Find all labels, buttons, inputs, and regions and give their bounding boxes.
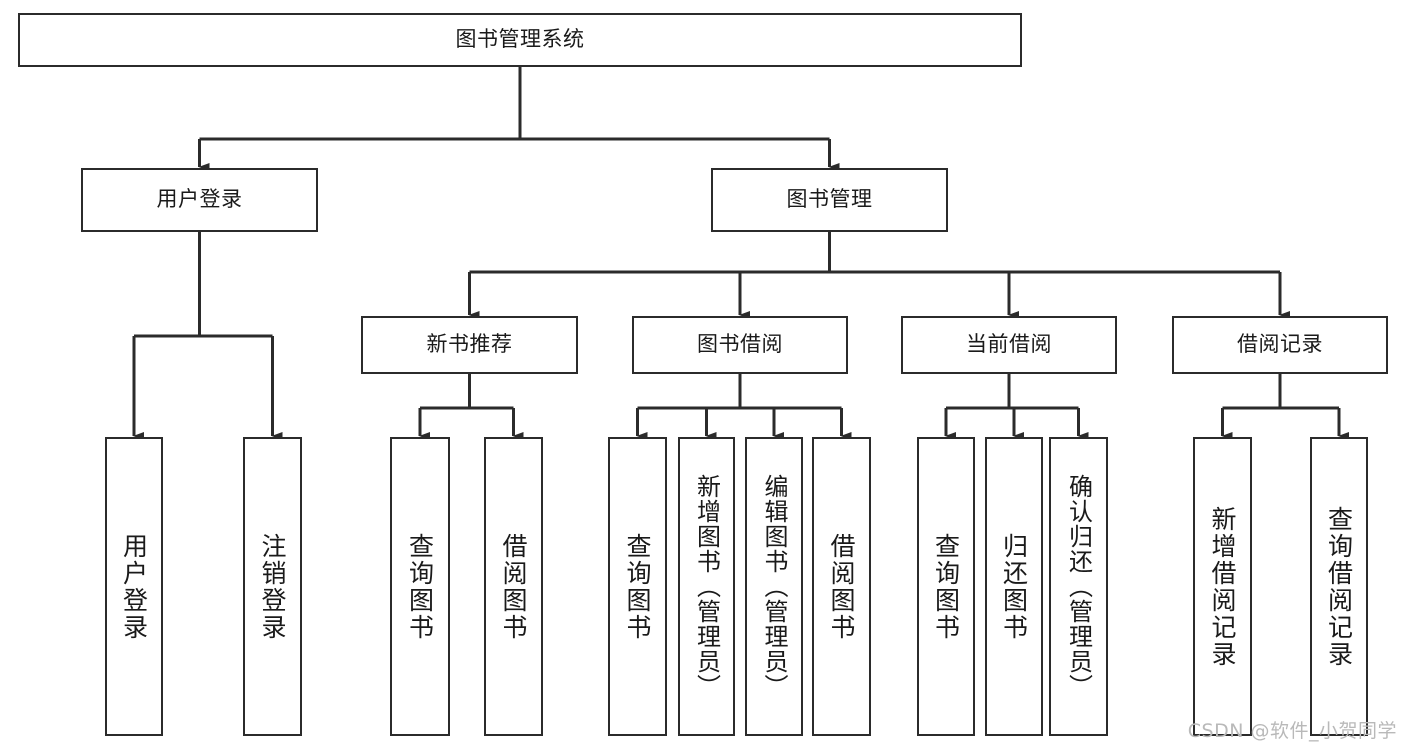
node-current-borrow: 当前借阅	[901, 316, 1117, 374]
node-label: 当前借阅	[966, 332, 1052, 357]
node-label: 用户登录	[156, 187, 243, 212]
node-label: 注销登录	[258, 532, 287, 641]
node-label: 借阅图书	[827, 532, 856, 641]
node-leaf-query-record: 查询借阅记录	[1310, 437, 1368, 736]
node-leaf-edit-book: 编辑图书（管理员）	[745, 437, 803, 736]
node-leaf-logout: 注销登录	[243, 437, 302, 736]
node-label: 确认归还（管理员）	[1064, 474, 1093, 699]
node-book-manage: 图书管理	[711, 168, 948, 232]
watermark-text: CSDN @软件_小贺同学	[1187, 720, 1397, 742]
node-book-borrow: 图书借阅	[632, 316, 848, 374]
node-label: 查询图书	[405, 532, 435, 641]
node-label: 新增借阅记录	[1208, 505, 1237, 668]
node-leaf-query-book-3: 查询图书	[917, 437, 975, 736]
node-label: 查询图书	[931, 532, 961, 641]
node-leaf-borrow-book-2: 借阅图书	[812, 437, 871, 736]
node-leaf-return-book: 归还图书	[985, 437, 1043, 736]
node-root: 图书管理系统	[18, 13, 1022, 67]
node-label: 新书推荐	[426, 332, 513, 357]
node-label: 用户登录	[119, 532, 149, 641]
node-label: 查询借阅记录	[1324, 505, 1354, 668]
node-label: 新增图书（管理员）	[692, 474, 721, 699]
node-label: 图书管理系统	[455, 27, 585, 52]
node-label: 图书借阅	[697, 332, 783, 357]
node-user-login: 用户登录	[81, 168, 318, 232]
node-leaf-query-book-1: 查询图书	[390, 437, 450, 736]
node-leaf-user-login: 用户登录	[105, 437, 163, 736]
node-new-book-rec: 新书推荐	[361, 316, 578, 374]
node-label: 图书管理	[786, 187, 873, 212]
node-label: 归还图书	[999, 532, 1029, 641]
node-leaf-add-record: 新增借阅记录	[1193, 437, 1252, 736]
node-leaf-borrow-book-1: 借阅图书	[484, 437, 543, 736]
node-label: 借阅记录	[1237, 332, 1323, 357]
node-leaf-query-book-2: 查询图书	[608, 437, 667, 736]
node-label: 查询图书	[623, 532, 652, 641]
node-leaf-confirm-return: 确认归还（管理员）	[1049, 437, 1108, 736]
node-label: 借阅图书	[499, 532, 528, 641]
node-leaf-add-book: 新增图书（管理员）	[678, 437, 735, 736]
node-borrow-record: 借阅记录	[1172, 316, 1388, 374]
node-label: 编辑图书（管理员）	[760, 474, 788, 699]
